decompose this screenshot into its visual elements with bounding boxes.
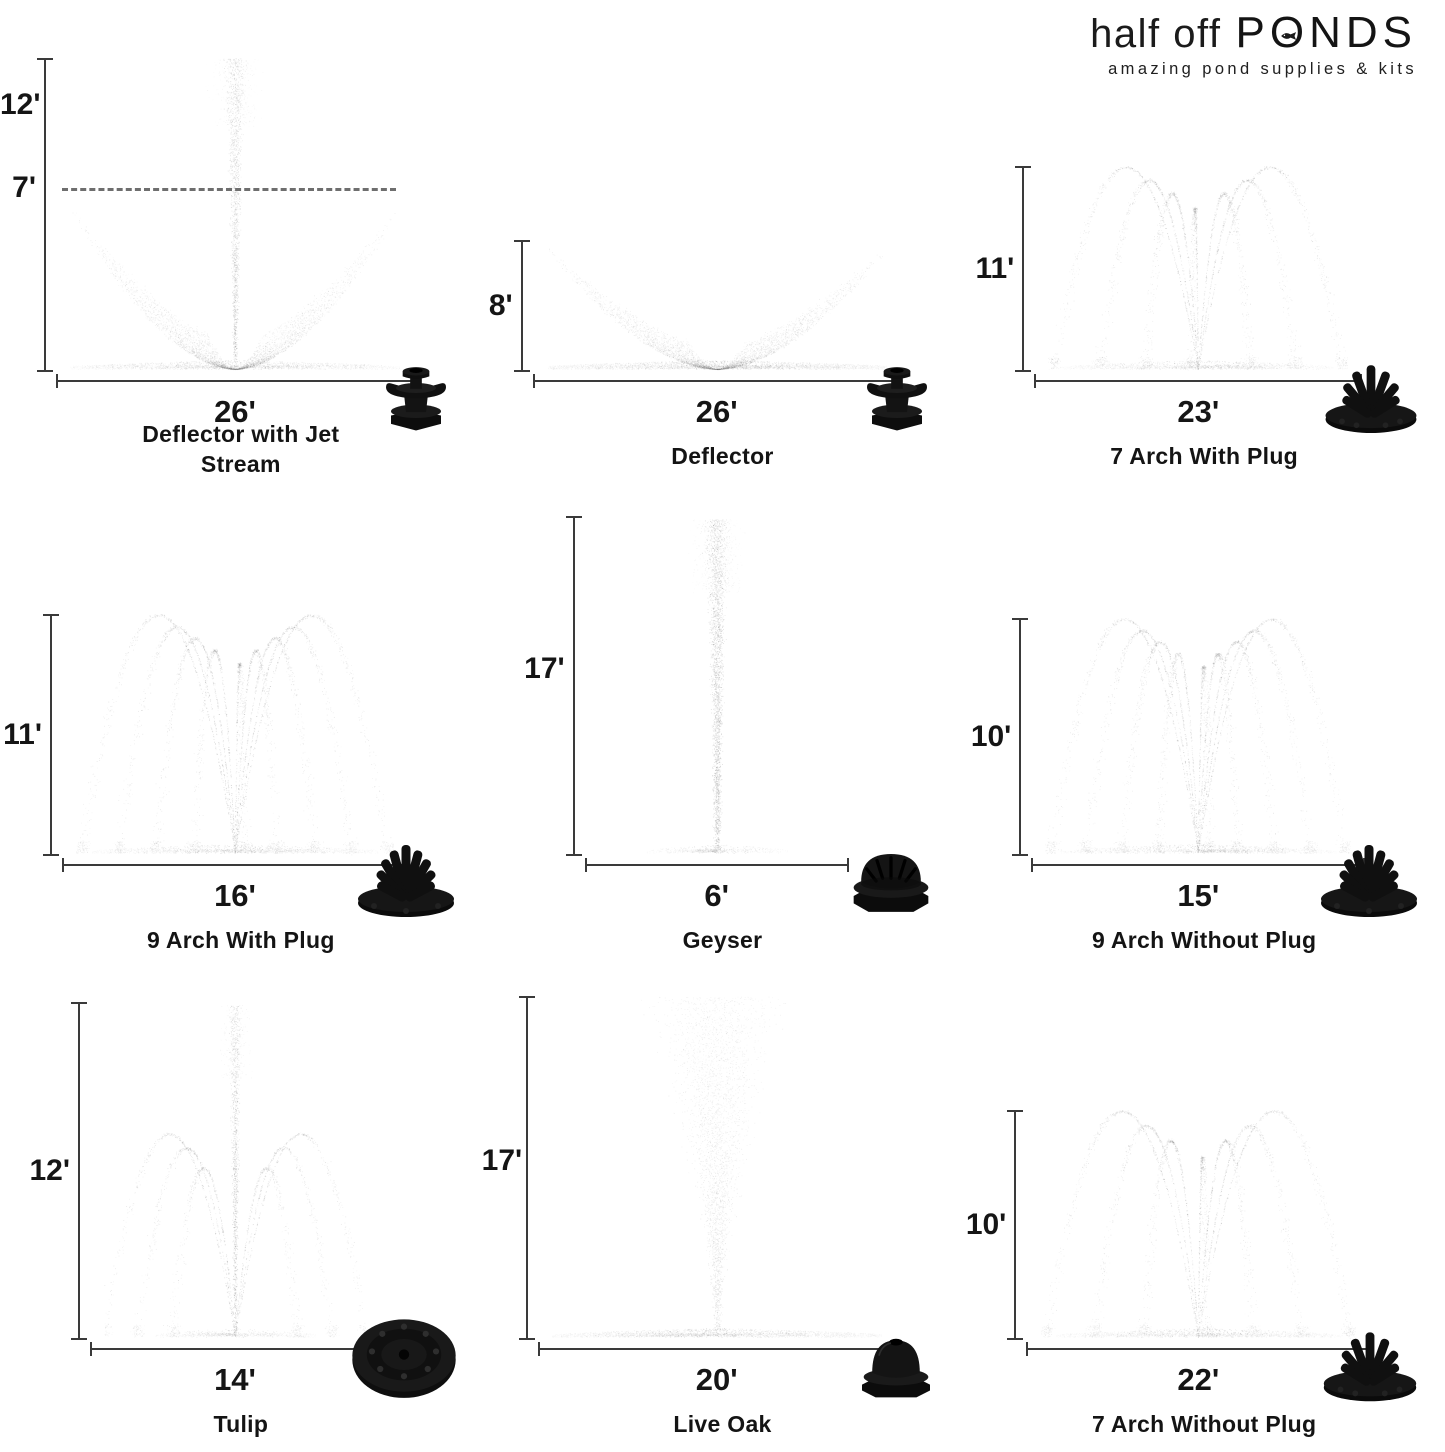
fountain-name: Geyser bbox=[682, 927, 763, 954]
spray-width-label: 20' bbox=[695, 1362, 738, 1397]
fountain-spray-illustration bbox=[1040, 1110, 1357, 1340]
fountain-name: 9 Arch Without Plug bbox=[1091, 927, 1317, 954]
spray-height-label: 17' bbox=[481, 1144, 523, 1178]
height-reference-dashed-line bbox=[62, 188, 396, 192]
geyser-nozzle-image bbox=[835, 827, 947, 922]
fountain-name: Tulip bbox=[213, 1411, 269, 1438]
fountain-cell-deflector_jet: 26' Deflector with Jet Stream 12' 7' bbox=[0, 0, 482, 484]
fountain-spray-illustration bbox=[598, 516, 835, 856]
width-measure-line bbox=[537, 1342, 896, 1356]
fountain-name: Live Oak bbox=[673, 1411, 772, 1438]
brand-prefix: half off bbox=[1090, 12, 1222, 56]
spray-height-label: 17' bbox=[524, 652, 565, 685]
cluster7-nozzle-image bbox=[1313, 339, 1429, 438]
height-measure-line bbox=[513, 240, 530, 372]
fountain-name: 7 Arch With Plug bbox=[1110, 443, 1299, 470]
height-measure-line bbox=[1007, 1110, 1024, 1340]
brand-tagline: amazing pond supplies & kits bbox=[1108, 60, 1417, 78]
fountain-spray-illustration bbox=[551, 996, 882, 1340]
spray-height-label: 11' bbox=[3, 718, 42, 751]
fountain-spray-illustration bbox=[104, 1002, 366, 1340]
fountain-spray-illustration bbox=[76, 614, 394, 856]
fountain-name: Deflector bbox=[671, 443, 774, 470]
spray-width-label: 26' bbox=[214, 394, 256, 429]
brand-name-rest: NDS bbox=[1309, 8, 1417, 57]
brand-name-o: O bbox=[1269, 8, 1310, 57]
spray-width-label: 15' bbox=[1177, 878, 1220, 913]
fountain-cell-deflector: 26' Deflector 8' bbox=[482, 0, 964, 484]
width-measure-line bbox=[584, 858, 849, 872]
spray-width-label: 22' bbox=[1177, 1362, 1220, 1397]
deflector-nozzle-image bbox=[847, 353, 947, 438]
fountain-spray-illustration bbox=[1048, 166, 1349, 372]
width-measure-line bbox=[532, 374, 901, 388]
fountain-name: 9 Arch With Plug bbox=[146, 927, 335, 954]
spray-height-label: 11' bbox=[975, 252, 1015, 285]
spray-width-label: 26' bbox=[695, 394, 738, 429]
fountain-cell-arch7: 22' 7 Arch Without Plug 10' bbox=[963, 968, 1445, 1452]
height-measure-line bbox=[43, 614, 59, 856]
fountain-spray-illustration bbox=[70, 58, 400, 372]
fountain-cell-geyser: 6' Geyser 17' bbox=[482, 484, 964, 968]
fountain-spray-illustration bbox=[1045, 618, 1352, 856]
spray-height-label: 10' bbox=[965, 1208, 1007, 1241]
spray-height-label: 12' bbox=[0, 88, 41, 122]
cluster9-nozzle-image bbox=[1309, 820, 1429, 922]
spray-height-label: 12' bbox=[29, 1154, 70, 1187]
height-measure-line bbox=[565, 516, 582, 856]
height-measure-line bbox=[71, 1002, 87, 1340]
width-measure-line bbox=[56, 374, 414, 388]
height-measure-line bbox=[518, 996, 535, 1340]
spray-height-label: 10' bbox=[970, 720, 1012, 753]
fountain-cell-liveoak: 20' Live Oak 17' bbox=[482, 968, 964, 1452]
brand-name-p: P bbox=[1235, 8, 1270, 57]
fountain-cell-tulip: 14' Tulip 12' bbox=[0, 968, 482, 1452]
height-measure-line bbox=[37, 58, 53, 372]
spray-width-label: 16' bbox=[214, 878, 256, 913]
fountain-name: 7 Arch Without Plug bbox=[1091, 1411, 1317, 1438]
width-measure-line bbox=[90, 1342, 380, 1356]
fountain-cell-arch7: 23' 7 Arch With Plug 11' bbox=[963, 0, 1445, 484]
height-measure-line bbox=[1015, 166, 1032, 372]
fountain-name: Deflector with Jet Stream bbox=[142, 421, 340, 478]
cluster7-nozzle-image bbox=[1311, 1306, 1429, 1406]
height-measure-line bbox=[1012, 618, 1029, 856]
fountain-spray-illustration bbox=[546, 240, 887, 372]
spray-width-label: 14' bbox=[214, 1362, 256, 1397]
spray-width-label: 6' bbox=[704, 878, 729, 913]
dome-nozzle-image bbox=[845, 1319, 947, 1406]
fountain-cell-arch9: 16' 9 Arch With Plug 11' bbox=[0, 484, 482, 968]
disc-nozzle-image bbox=[342, 1301, 466, 1406]
cluster9-nozzle-image bbox=[346, 820, 466, 922]
fish-icon bbox=[1281, 32, 1297, 40]
fountain-cell-arch9: 15' 9 Arch Without Plug 10' bbox=[963, 484, 1445, 968]
spray-height-label: 7' bbox=[12, 171, 36, 205]
spray-width-label: 23' bbox=[1177, 394, 1220, 429]
spray-height-label: 8' bbox=[488, 289, 513, 322]
deflector-nozzle-image bbox=[366, 353, 466, 438]
